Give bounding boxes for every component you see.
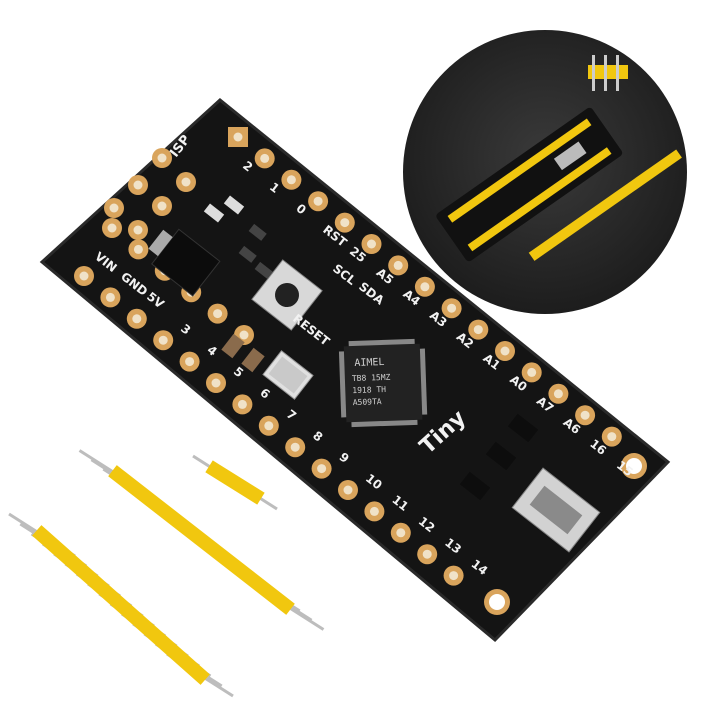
inset-header xyxy=(528,149,682,261)
smd-components xyxy=(203,195,539,501)
pin-header-strip xyxy=(8,512,234,698)
pad-row-top xyxy=(228,127,622,447)
inset-photo xyxy=(401,28,689,316)
chip-logo: AIMEL xyxy=(354,357,384,369)
reset-button xyxy=(251,259,323,331)
loose-pin-headers xyxy=(8,449,325,698)
micro-usb-port xyxy=(511,467,601,553)
pin-header-strip xyxy=(192,454,278,511)
pad-row-isp xyxy=(104,148,196,240)
chip-line-2: 1918 TH xyxy=(352,385,386,395)
microcontroller-chip: AIMEL TB8 15MZ 1918 TH A509TA xyxy=(338,338,428,428)
crystal-oscillator xyxy=(262,350,314,400)
pin-header-strip xyxy=(78,449,325,631)
chip-line-3: A509TA xyxy=(353,397,382,407)
pad-row-bottom xyxy=(74,218,464,586)
voltage-regulator xyxy=(148,228,221,297)
chip-line-1: TB8 15MZ xyxy=(352,373,391,383)
